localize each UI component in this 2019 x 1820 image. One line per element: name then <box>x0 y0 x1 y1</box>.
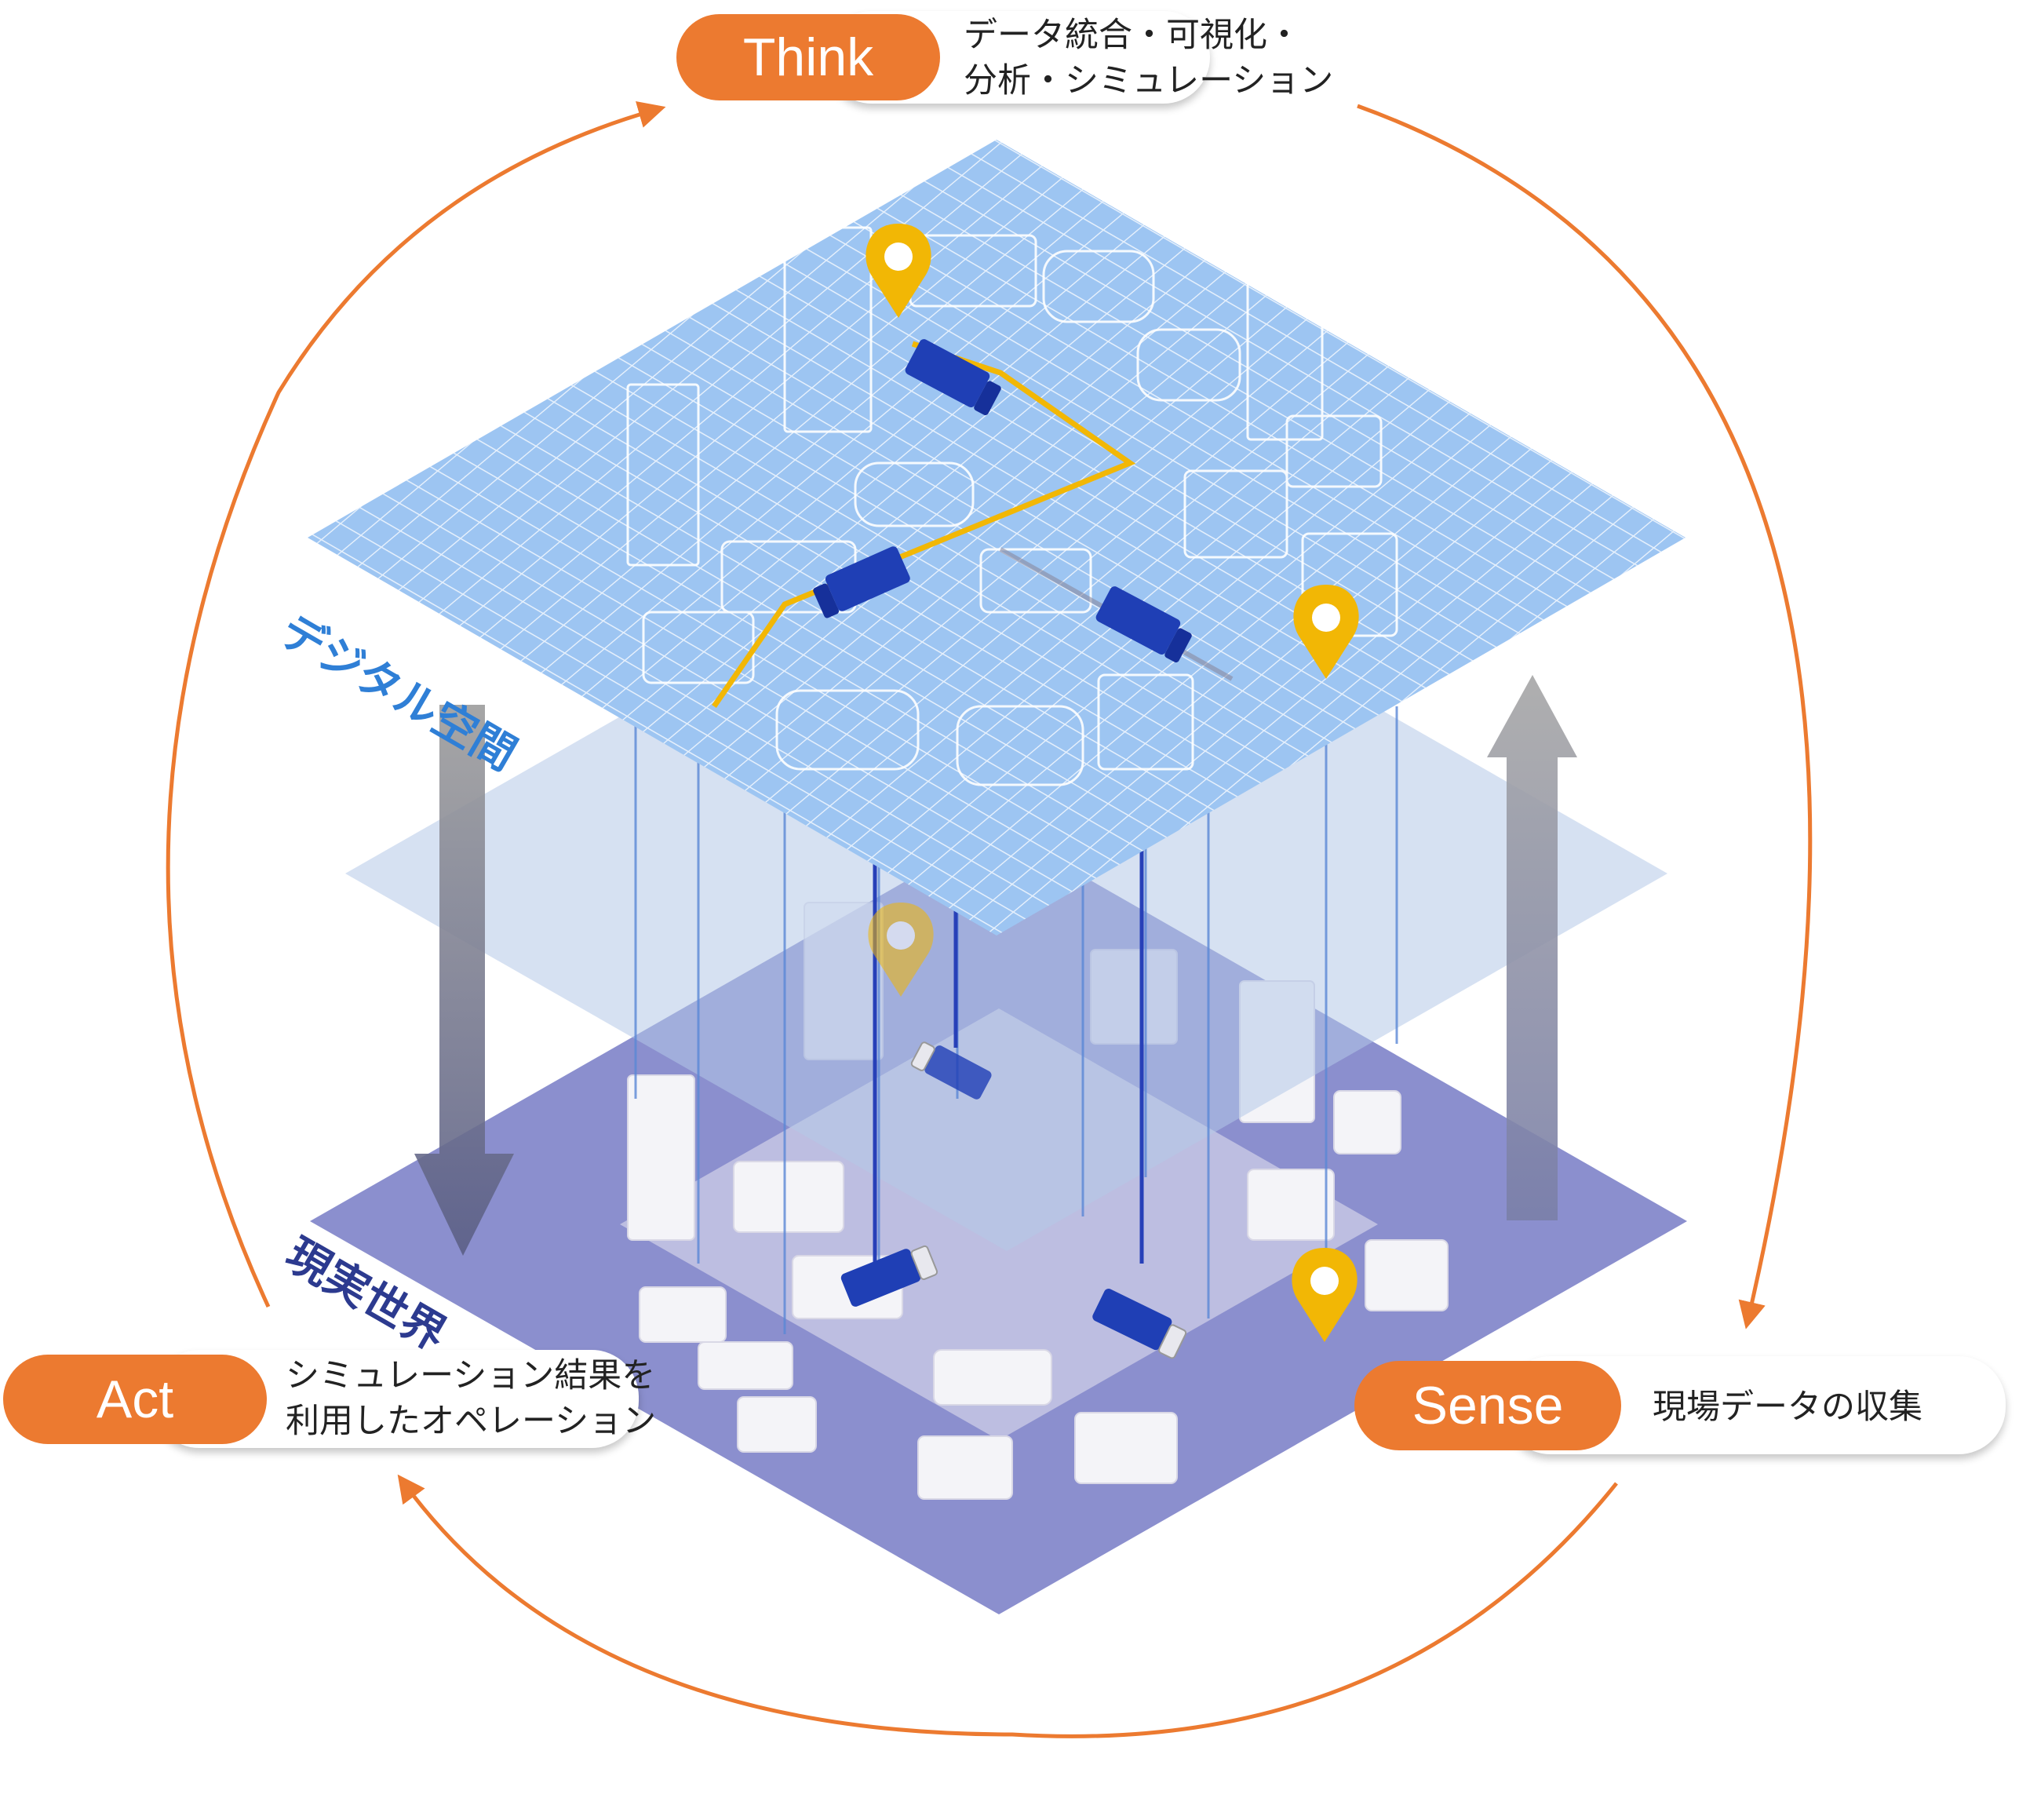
arrow-think-to-sense <box>1357 104 1813 1329</box>
up-arrow <box>1487 675 1577 1220</box>
think-badge: Think <box>676 14 940 100</box>
act-badge: Act <box>3 1355 267 1444</box>
route-line <box>712 341 1136 708</box>
location-pins <box>866 224 1359 1342</box>
truck-icon <box>1092 1289 1187 1359</box>
digital-trucks <box>813 339 1192 663</box>
real-trucks <box>840 1041 1187 1359</box>
think-desc-line1: データ統合・可視化・ <box>964 16 1301 55</box>
location-pin-icon <box>1292 1248 1358 1342</box>
sense-description: 現場データの収集 <box>1653 1384 1922 1430</box>
location-pin-icon <box>866 224 931 318</box>
think-pill: Think データ統合・可視化・ 分析・シミュレーション <box>676 11 1333 105</box>
digital-space-plane <box>308 140 1686 936</box>
location-pin-icon <box>1293 585 1359 679</box>
think-description: データ統合・可視化・ 分析・シミュレーション <box>964 13 1333 104</box>
act-desc-line1: シミュレーション結果を <box>286 1356 656 1395</box>
cycle-arrows <box>166 100 1813 1738</box>
sense-pill: Sense 現場データの収集 <box>1354 1356 2014 1458</box>
sense-desc-line1: 現場データの収集 <box>1653 1388 1922 1427</box>
think-desc-line2: 分析・シミュレーション <box>964 61 1334 100</box>
sense-badge: Sense <box>1354 1361 1621 1450</box>
down-arrow <box>414 705 514 1256</box>
arrow-sense-to-act <box>397 1474 1618 1738</box>
act-description: シミュレーション結果を 利用したオペレーション <box>286 1353 656 1444</box>
truck-icon <box>1095 586 1192 663</box>
arrow-act-to-think <box>166 100 666 1308</box>
truck-icon <box>910 1041 992 1100</box>
truck-icon <box>905 339 1001 416</box>
location-pin-icon <box>868 903 934 997</box>
truck-icon <box>813 546 910 618</box>
act-desc-line2: 利用したオペレーション <box>286 1402 657 1441</box>
truck-icon <box>840 1245 938 1307</box>
act-pill: Act シミュレーション結果を 利用したオペレーション <box>3 1350 656 1452</box>
